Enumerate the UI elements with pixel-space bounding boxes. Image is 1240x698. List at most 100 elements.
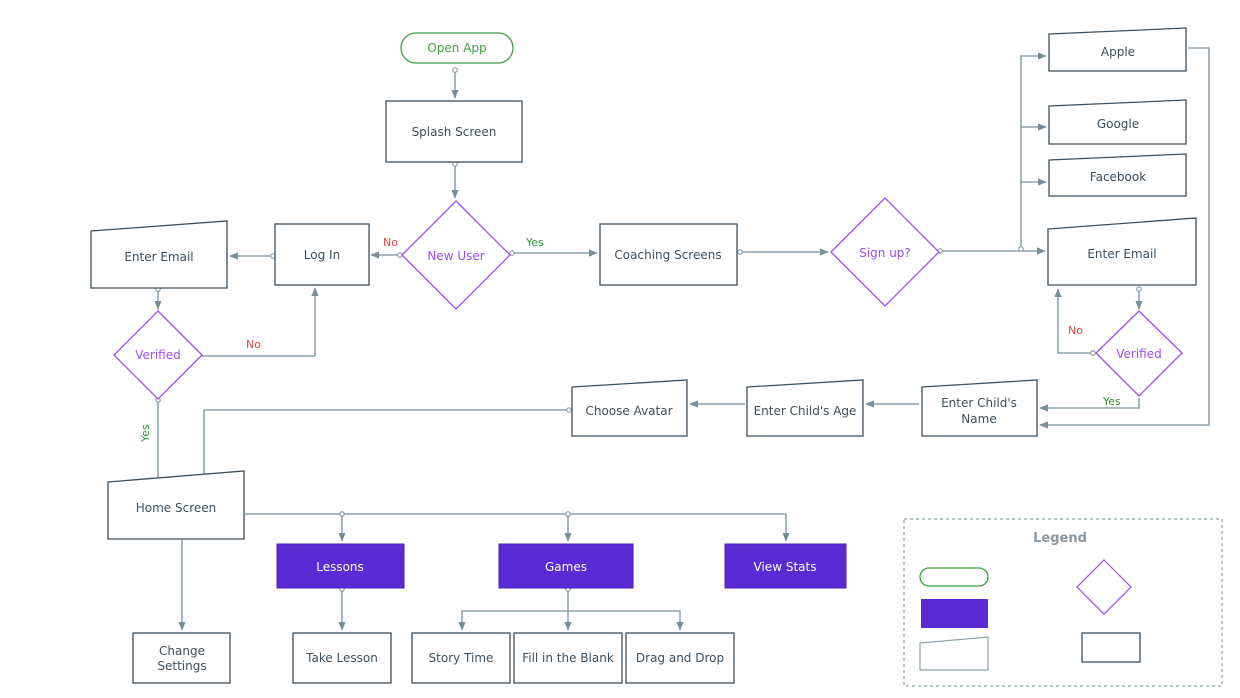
- edge-sign-up-to-apple: [1018, 52, 1047, 252]
- edge-apple-to-childs-name: [1039, 47, 1210, 429]
- node-label: Facebook: [1090, 170, 1146, 184]
- filled-process-shape: [498, 543, 634, 589]
- label-verified-right-yes: Yes: [1102, 395, 1121, 408]
- node-label-line2: Name: [961, 412, 996, 426]
- node-label: Home Screen: [136, 501, 217, 515]
- node-change-settings: Change Settings: [132, 632, 231, 684]
- process-shape: [513, 632, 623, 684]
- manual-input-shape: [571, 379, 688, 437]
- node-view-stats: View Stats: [724, 543, 847, 589]
- manual-input-shape: [1048, 99, 1187, 145]
- node-new-user: New User: [401, 200, 511, 310]
- node-enter-childs-age: Enter Child's Age: [746, 379, 864, 437]
- terminal-shape: [400, 32, 514, 64]
- node-fill-in-the-blank: Fill in the Blank: [513, 632, 623, 684]
- node-games: Games: [498, 543, 634, 589]
- node-label: Fill in the Blank: [522, 651, 614, 665]
- node-facebook: Facebook: [1048, 153, 1187, 197]
- decision-shape: [401, 200, 511, 310]
- node-label: Games: [545, 560, 587, 574]
- manual-input-shape: [1047, 217, 1197, 286]
- manual-input-shape: [107, 470, 245, 540]
- process-shape: [599, 223, 738, 286]
- edge-labels: No Yes No Yes No Yes: [139, 236, 1121, 443]
- node-label-line2: Settings: [157, 659, 206, 673]
- node-choose-avatar: Choose Avatar: [571, 379, 688, 437]
- node-enter-email-left: Enter Email: [90, 220, 228, 289]
- edge-games-to-drag-drop: [568, 610, 684, 631]
- label-verified-left-no: No: [246, 338, 261, 351]
- manual-input-shape: [1048, 153, 1187, 197]
- edge-verified-left-no-to-log-in: [202, 287, 319, 357]
- manual-input-shape: [90, 220, 228, 289]
- edge-avatar-to-home: [203, 407, 572, 474]
- node-enter-childs-name: Enter Child's Name: [921, 379, 1038, 437]
- node-label: Verified: [1116, 347, 1162, 361]
- node-label: Sign up?: [859, 246, 911, 260]
- node-enter-email-right: Enter Email: [1047, 217, 1197, 286]
- node-label: View Stats: [754, 560, 817, 574]
- label-new-user-yes: Yes: [525, 236, 544, 249]
- node-splash-screen: Splash Screen: [385, 100, 523, 163]
- legend-manual-input-swatch: [919, 636, 989, 671]
- edge-verified-right-no-to-enter-email: [1054, 288, 1096, 356]
- filled-process-shape: [724, 543, 847, 589]
- manual-input-shape: [746, 379, 864, 437]
- node-label: New User: [427, 249, 484, 263]
- decision-shape: [830, 197, 940, 307]
- edges: [154, 47, 1210, 631]
- edge-games-to-story-time: [458, 610, 568, 631]
- node-label: Verified: [135, 348, 181, 362]
- node-label: Enter Email: [124, 250, 193, 264]
- legend-title: Legend: [1033, 531, 1087, 546]
- process-shape: [625, 632, 735, 684]
- manual-input-shape: [1048, 27, 1187, 72]
- node-label: Enter Child's Age: [754, 404, 857, 418]
- node-label: Google: [1097, 117, 1139, 131]
- legend: Legend: [903, 518, 1223, 687]
- node-verified-left: Verified: [113, 310, 203, 400]
- process-shape: [292, 632, 392, 684]
- node-label: Log In: [304, 248, 340, 262]
- node-lessons: Lessons: [276, 543, 405, 589]
- filled-process-shape: [276, 543, 405, 589]
- node-label: Take Lesson: [305, 651, 378, 665]
- node-label: Apple: [1101, 45, 1135, 59]
- node-drag-and-drop: Drag and Drop: [625, 632, 735, 684]
- node-open-app: Open App: [400, 32, 514, 64]
- manual-input-shape: [921, 379, 1038, 437]
- process-shape: [411, 632, 511, 684]
- node-take-lesson: Take Lesson: [292, 632, 392, 684]
- node-google: Google: [1048, 99, 1187, 145]
- legend-process-swatch: [1081, 632, 1141, 663]
- label-verified-left-yes: Yes: [139, 424, 152, 443]
- node-label: Open App: [427, 41, 486, 55]
- legend-filled-swatch: [921, 599, 988, 628]
- legend-terminal-swatch: [919, 567, 989, 587]
- node-log-in: Log In: [274, 223, 370, 286]
- node-home-screen: Home Screen: [107, 470, 245, 540]
- node-story-time: Story Time: [411, 632, 511, 684]
- legend-decision-swatch: [1076, 559, 1132, 615]
- node-label: Choose Avatar: [585, 404, 672, 418]
- process-shape: [385, 100, 523, 163]
- node-label: Story Time: [429, 651, 494, 665]
- node-label-line1: Change: [159, 644, 205, 658]
- decision-shape: [113, 310, 203, 400]
- node-label: Coaching Screens: [614, 248, 721, 262]
- decision-shape: [1095, 310, 1183, 397]
- node-label-line1: Enter Child's: [941, 396, 1017, 410]
- node-sign-up: Sign up?: [830, 197, 940, 307]
- node-label: Lessons: [316, 560, 364, 574]
- node-verified-right: Verified: [1095, 310, 1183, 397]
- edge-verified-right-yes-to-childs-name: [1039, 398, 1140, 412]
- label-verified-right-no: No: [1068, 324, 1083, 337]
- node-label: Enter Email: [1087, 247, 1156, 261]
- node-coaching-screens: Coaching Screens: [599, 223, 738, 286]
- label-new-user-no: No: [383, 236, 398, 249]
- node-label: Drag and Drop: [636, 651, 724, 665]
- process-shape: [274, 223, 370, 286]
- node-apple: Apple: [1048, 27, 1187, 72]
- node-label: Splash Screen: [412, 125, 497, 139]
